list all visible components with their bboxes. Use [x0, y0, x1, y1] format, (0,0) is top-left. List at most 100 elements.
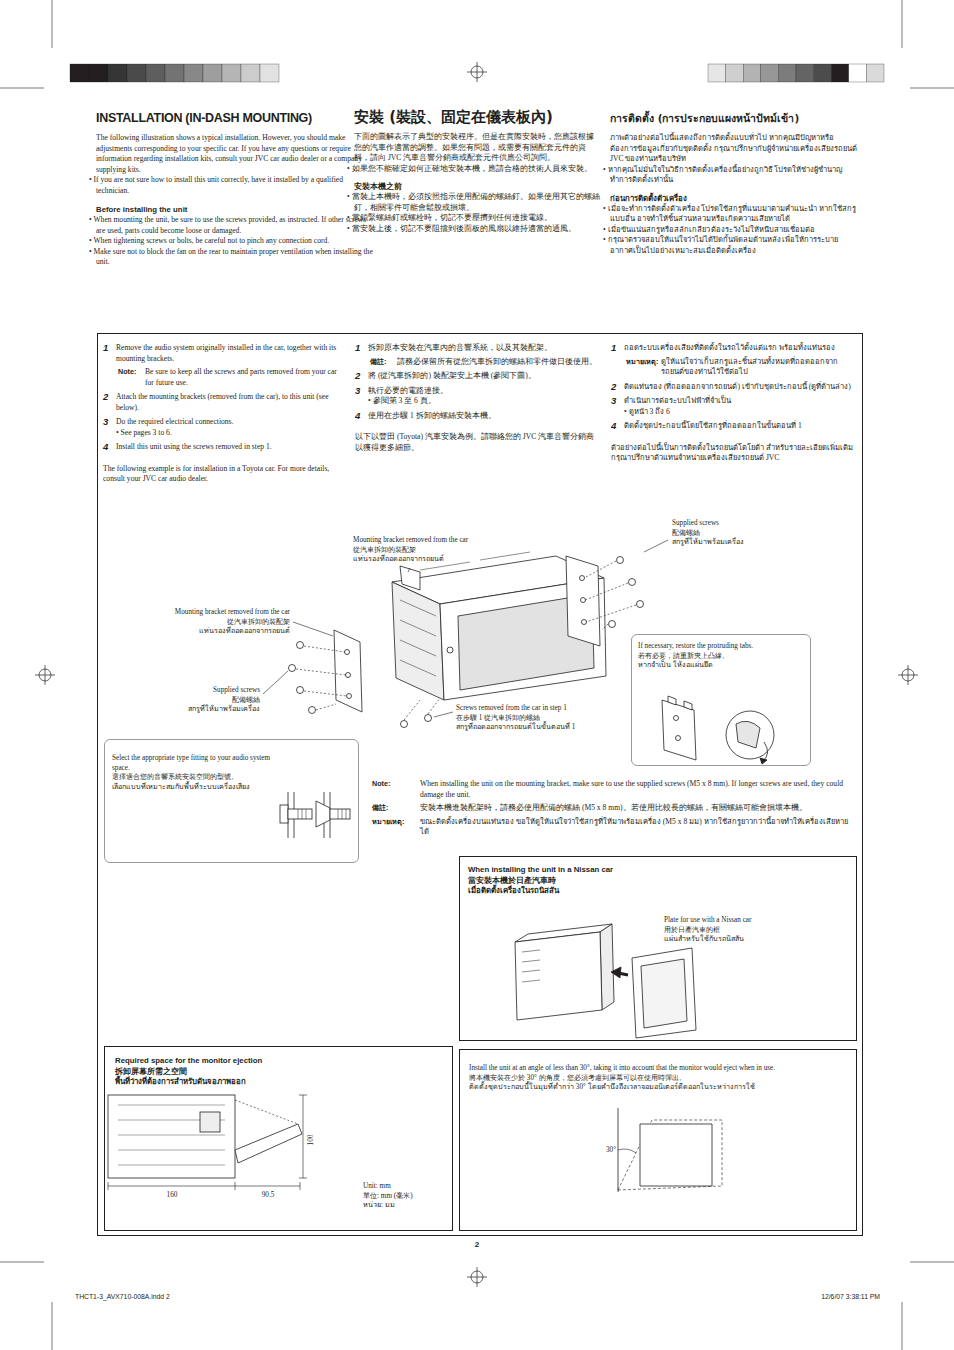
body-text: 使用在步驟 1 拆卸的螺絲安裝本機。	[368, 411, 598, 422]
color-bar	[831, 64, 849, 82]
head-unit-drawing	[346, 673, 351, 678]
fitting-drawing	[330, 809, 350, 819]
angle-drawing	[618, 1120, 722, 1190]
text-column: Supplied screws配備螺絲สกรูที่ให้มาพร้อมเครื…	[110, 686, 260, 715]
step-number: 2	[355, 371, 368, 382]
head-unit-drawing	[392, 582, 444, 700]
text-row: • 當裝上本機時，必須按照指示使用配備的螺絲釘。如果使用其它的螺絲釘，相關零件可…	[354, 192, 601, 213]
callout-label: สกรูที่ถอดออกจากรถยนต์ในขั้นตอนที่ 1	[456, 723, 626, 733]
text-column: 安裝 (裝設、固定在儀表板內)下面的圖解表示了典型的安裝程序。但是在實際安裝時，…	[354, 108, 601, 234]
callout-label: ติดตั้งชุดประกอบนี้ในมุมที่ต่ำกว่า 30° โ…	[469, 1083, 853, 1093]
bullet-text: • กรุณาตรวจสอบให้แน่ใจว่าไม่ได้ปิดกั้นพั…	[610, 235, 857, 256]
text-row: 從汽車拆卸的裝配架	[110, 618, 290, 628]
step-number: 4	[103, 442, 116, 453]
tab-drawing	[674, 716, 679, 721]
text-row: 當安裝本機於日產汽車時	[468, 876, 768, 887]
fitting-drawing	[280, 792, 350, 838]
ejection-space-drawing	[108, 1095, 235, 1178]
body-text: 請務必保留所有從您汽車拆卸的螺絲和零件做日後使用。	[397, 357, 598, 368]
text-row: 拆卸屏幕所需之空間	[115, 1067, 415, 1078]
callout-label: หากจำเป็น ให้งอแผ่นยึด	[638, 661, 808, 671]
tab-drawing	[736, 721, 760, 748]
callout-label: 從汽車拆卸的裝配架	[110, 618, 290, 628]
note-label: 備註:	[370, 357, 397, 368]
text-column: Plate for use with a Nissan car用於日產汽車的框แ…	[664, 916, 844, 945]
callout-label: Supplied screws	[110, 686, 260, 696]
body-text: The following example is for installatio…	[103, 464, 346, 485]
color-bar	[796, 64, 814, 82]
text-row: • ดูหน้า 3 ถึง 6	[611, 407, 854, 418]
color-bar	[108, 64, 127, 82]
bullet-text: • 如果您不能確定如何正確地安裝本機，應請合格的技術人員來安裝。	[354, 164, 601, 175]
box-heading: เมื่อติดตั้งเครื่องในรถนิสสัน	[468, 886, 768, 897]
color-bar	[184, 64, 203, 82]
body-text: • 參閱第 3 至 6 頁。	[355, 396, 598, 407]
head-unit-drawing	[296, 561, 636, 720]
text-column: THCT1-3_AVX710-008A.indd 2	[75, 1292, 235, 1301]
body-text: 以下以豐田 (Toyota) 汽車安裝為例。請聯絡您的 JVC 汽車音響分銷商以…	[355, 432, 598, 453]
color-bar	[849, 64, 867, 82]
text-column: 2	[470, 1240, 484, 1250]
step-number: 1	[355, 343, 368, 354]
text-row: • กรุณาตรวจสอบให้แน่ใจว่าไม่ได้ปิดกั้นพั…	[610, 235, 857, 256]
text-row: • 參閱第 3 至 6 頁。	[355, 396, 598, 407]
text-column: 1拆卸原本安裝在汽車內的音響系統，以及其裝配架。備註:請務必保留所有從您汽車拆卸…	[355, 343, 598, 453]
note-label: Note:	[118, 367, 145, 388]
tab-drawing	[668, 696, 692, 710]
callout-label: Plate for use with a Nissan car	[664, 916, 844, 926]
text-row: พื้นที่ว่างที่ต้องการสำหรับดันจอภาพออก	[115, 1077, 415, 1088]
text-row: 下面的圖解表示了典型的安裝程序。但是在實際安裝時，您應該根據您的汽車作適當的調整…	[354, 132, 601, 164]
callout-label: 若有必要，請重新夾上凸緣。	[638, 652, 808, 662]
section-heading: การติดตั้ง (การประกอบแผงหน้าปัทม์เข้า)	[610, 110, 857, 127]
head-unit-drawing	[425, 715, 432, 722]
head-unit-drawing	[334, 630, 362, 712]
text-row: • When mounting the unit, be sure to use…	[96, 215, 373, 236]
bullet-text: • 當鎖緊螺絲釘或螺栓時，切記不要壓擠到任何連接電線。	[354, 213, 601, 224]
text-row: Note:When installing the unit on the mou…	[372, 779, 854, 800]
text-row: 2	[470, 1240, 484, 1250]
text-column: Mounting bracket removed from the car從汽車…	[353, 536, 523, 565]
text-row: 備註:安裝本機進裝配架時，請務必使用配備的螺絲 (M5 x 8 mm)。若使用比…	[372, 803, 854, 814]
head-unit-drawing	[580, 576, 585, 581]
note-label: Note:	[372, 779, 420, 800]
callout-label: Unit: mm	[363, 1182, 449, 1192]
text-row: • หากคุณไม่มั่นใจในวิธีการติดตั้งเครื่อง…	[610, 165, 857, 186]
text-row: 12/6/07 3:38:11 PM	[770, 1292, 880, 1301]
step-number: 4	[611, 421, 624, 432]
text-row: 1Remove the audio system originally inst…	[103, 343, 346, 364]
text-row: 若有必要，請重新夾上凸緣。	[638, 652, 808, 662]
nissan-drawing	[632, 948, 696, 1038]
text-row: เลือกแบบที่เหมาะสมกับพื้นที่ระบบเครื่องเ…	[112, 783, 277, 793]
text-row: Unit: mm	[363, 1182, 449, 1192]
color-bar	[70, 64, 89, 82]
text-row: 2Attach the mounting brackets (removed f…	[103, 392, 346, 413]
body-text: Install this unit using the screws remov…	[116, 442, 346, 453]
body-text: • ดูหน้า 3 ถึง 6	[611, 407, 854, 418]
bullet-text: • Make sure not to block the fan on the …	[96, 247, 373, 268]
callout-label: แท่นรองที่ถอดออกจากรถยนต์	[110, 627, 290, 637]
text-row: Screws removed from the car in step 1	[456, 704, 626, 714]
text-column: 1ถอดระบบเครื่องเสียงที่ติดตั้งในรถไว้ตั้…	[611, 343, 854, 464]
text-row: Before installing the unit	[96, 204, 373, 215]
subheading: ก่อนการติดตั้งตัวเครื่อง	[610, 193, 857, 204]
fitting-drawing	[288, 809, 312, 819]
bullet-text: • เมื่อจะทำการติดตั้งตัวเครื่อง โปรดใช้ส…	[610, 204, 857, 225]
body-text: ขณะติดตั้งเครื่องบนแท่นรอง ขอให้ดูให้แน่…	[420, 817, 854, 838]
body-text: Be sure to keep all the screws and parts…	[145, 367, 346, 388]
text-row: 安裝本機之前	[354, 181, 601, 192]
nissan-drawing	[522, 950, 540, 982]
text-row: • When tightening screws or bolts, be ca…	[96, 236, 373, 247]
callout-label: สกรูที่ให้มาพร้อมเครื่อง	[110, 705, 260, 715]
text-row: Supplied screws	[110, 686, 260, 696]
text-column: Unit: mm單位: mm (毫米)หน่วย: มม	[363, 1182, 449, 1211]
text-row: 4ติดตั้งชุดประกอบนี้โดยใช้สกรูที่ถอดออกใ…	[611, 421, 854, 432]
box-heading: พื้นที่ว่างที่ต้องการสำหรับดันจอภาพออก	[115, 1077, 415, 1088]
box-heading: 當安裝本機於日產汽車時	[468, 876, 768, 887]
color-bar	[708, 64, 726, 82]
text-row: Mounting bracket removed from the car	[353, 536, 523, 546]
callout-box: If necessary, restore the protruding tab…	[631, 634, 811, 766]
callout-label: 用於日產汽車的框	[664, 926, 844, 936]
text-column: Screws removed from the car in step 1在步驟…	[456, 704, 626, 733]
color-bar	[743, 64, 761, 82]
